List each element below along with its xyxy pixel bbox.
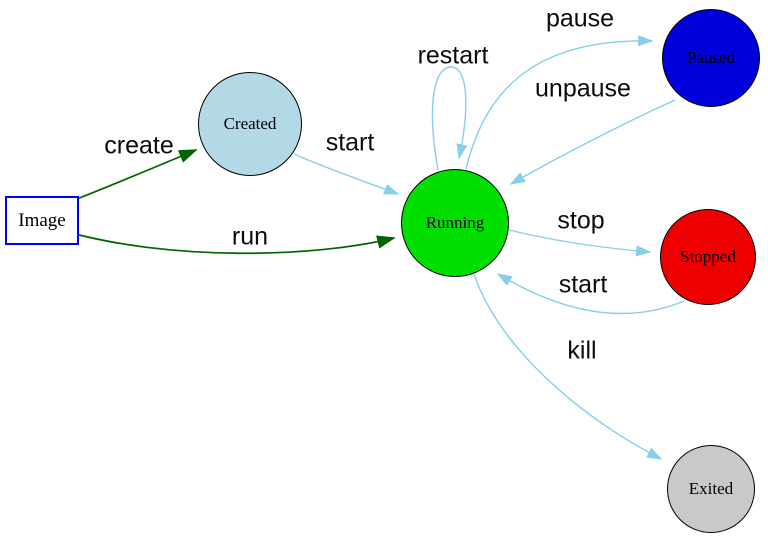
edge-start-stopped-running (496, 273, 685, 315)
node-paused: Paused (662, 9, 760, 107)
edge-label-start-created: start (325, 128, 375, 157)
edge-label-run: run (231, 222, 269, 251)
edge-unpause (509, 99, 676, 185)
edge-start-created-running (293, 153, 400, 195)
node-created: Created (198, 72, 302, 176)
edge-label-restart: restart (417, 41, 489, 70)
node-running-label: Running (425, 213, 485, 232)
edge-label-create: create (104, 131, 174, 160)
edge-label-stop: stop (557, 206, 605, 235)
node-image-label: Image (18, 209, 66, 231)
node-exited: Exited (667, 445, 755, 533)
edge-label-unpause: unpause (535, 74, 631, 103)
edge-run (63, 230, 396, 255)
node-paused-label: Paused (686, 48, 736, 67)
node-image: Image (5, 196, 79, 245)
node-stopped-label: Stopped (680, 247, 736, 266)
node-stopped: Stopped (660, 209, 756, 305)
node-created-label: Created (223, 114, 277, 133)
node-running: Running (401, 169, 509, 277)
edge-label-kill: kill (567, 336, 597, 365)
node-exited-label: Exited (688, 479, 734, 498)
edge-stop (508, 229, 652, 257)
edge-restart (431, 66, 468, 171)
edge-kill (473, 273, 663, 460)
edge-label-start-stopped: start (558, 270, 608, 299)
edge-pause (465, 35, 654, 170)
edge-label-pause: pause (545, 4, 615, 33)
